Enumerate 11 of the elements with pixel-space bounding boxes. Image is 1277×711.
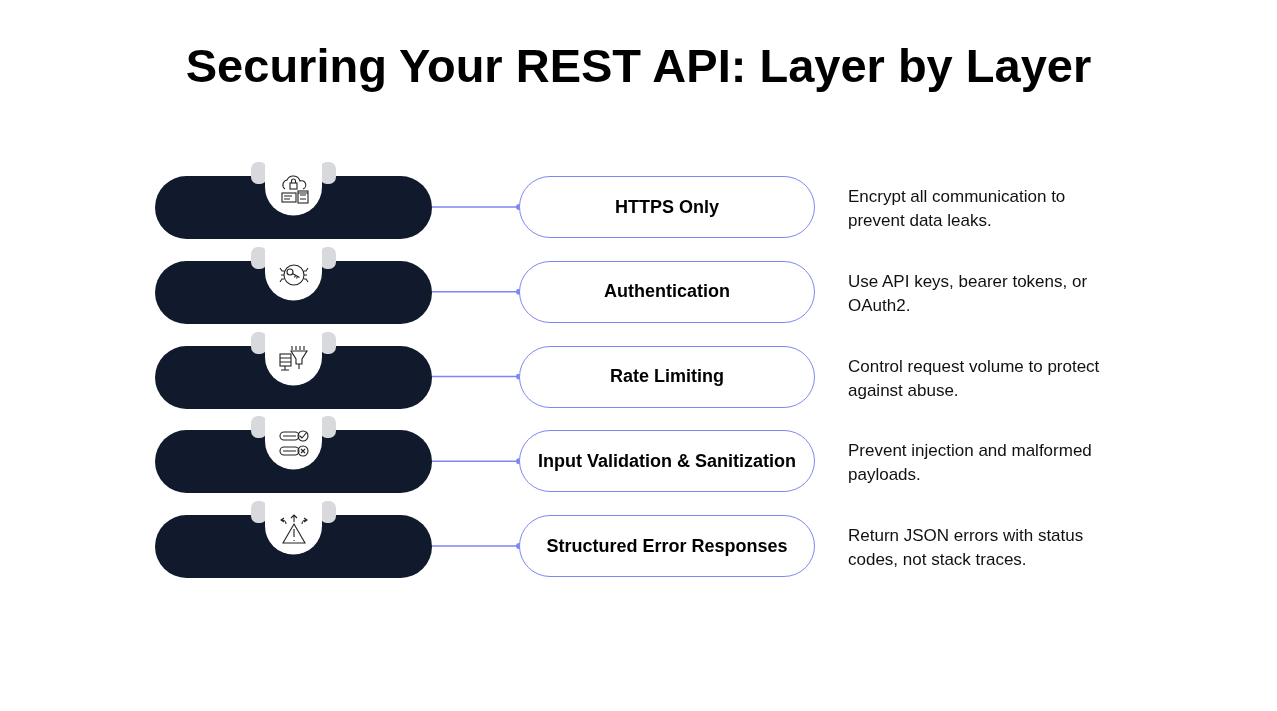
title: Securing Your REST API: Layer by Layer (184, 38, 1093, 93)
layer-name: Structured Error Responses (546, 535, 788, 557)
description-text: Use API keys, bearer tokens, or OAuth2. (848, 270, 1089, 317)
layer-name: HTTPS Only (615, 196, 719, 218)
description-text: Control request volume to protect against abuse. (848, 355, 1101, 402)
description-text: Return JSON errors with status codes, not stack traces. (848, 525, 1085, 571)
description-text: Encrypt all communication to prevent data leaks. (848, 186, 1067, 232)
layer-name: Input Validation & Sanitization (538, 450, 796, 472)
description-text: Prevent injection and malformed payloads. (848, 440, 1093, 487)
layer-name: Authentication (604, 281, 730, 303)
layer-name: Rate Limiting (610, 366, 724, 387)
